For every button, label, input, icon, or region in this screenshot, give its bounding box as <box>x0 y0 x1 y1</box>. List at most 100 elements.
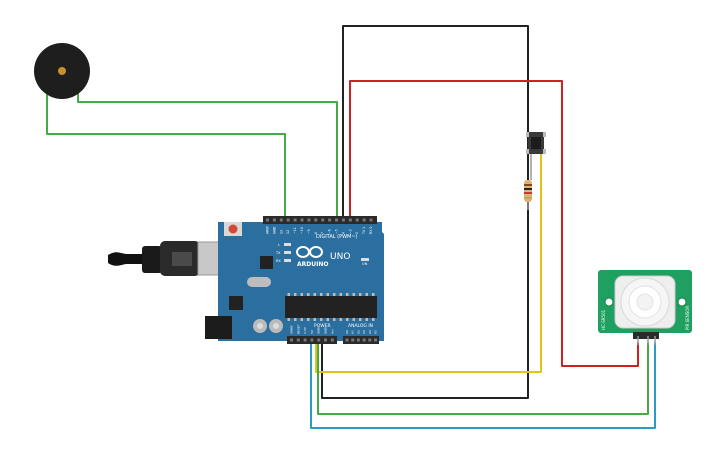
header-hole[interactable] <box>324 338 327 342</box>
on-led <box>361 258 369 261</box>
digital-pin-label: RX 0 <box>369 227 373 234</box>
digital-pin-label: ~5 <box>335 229 339 234</box>
chip-leg <box>365 318 368 321</box>
header-hole[interactable] <box>330 338 334 342</box>
reset-button[interactable] <box>224 222 242 236</box>
header-hole[interactable] <box>296 338 300 342</box>
chip-leg <box>300 293 303 296</box>
header-hole[interactable] <box>341 218 345 222</box>
capacitor-1-top <box>257 323 263 329</box>
pir-out-wire[interactable] <box>317 342 649 415</box>
bottom-header-holes <box>290 338 377 342</box>
digital-pin-label: 4 <box>341 232 345 234</box>
yellow-wire[interactable] <box>315 152 542 373</box>
header-hole[interactable] <box>307 218 311 222</box>
analog-pin-label: A0 <box>345 330 349 334</box>
pir-mount-hole-right <box>677 297 687 307</box>
chip-leg <box>320 293 323 296</box>
atmega-chip <box>285 296 377 318</box>
header-hole[interactable] <box>286 218 290 222</box>
digital-pin-label: 2 <box>355 232 359 234</box>
pushbutton-icon[interactable] <box>526 132 546 154</box>
pir-mount-hole-left <box>604 297 614 307</box>
chip-leg <box>313 318 316 321</box>
header-hole[interactable] <box>321 218 325 222</box>
digital-header <box>263 216 377 224</box>
digital-header-holes <box>266 218 373 222</box>
header-hole[interactable] <box>356 338 360 342</box>
chip-leg <box>326 318 329 321</box>
led-rx-label: RX <box>276 259 281 263</box>
digital-pin-label: ~3 <box>348 229 352 234</box>
header-hole[interactable] <box>351 338 355 342</box>
digital-pin-label: ~10 <box>300 227 304 234</box>
header-hole[interactable] <box>303 338 307 342</box>
buzzer-ground-wire[interactable] <box>46 94 286 218</box>
led-tx-label: TX <box>275 251 281 255</box>
power-pin-label: GND <box>324 326 328 334</box>
chip-leg <box>287 293 290 296</box>
header-hole[interactable] <box>310 338 314 342</box>
header-hole[interactable] <box>369 218 373 222</box>
header-hole[interactable] <box>362 338 366 342</box>
header-hole[interactable] <box>317 338 321 342</box>
pir-sensor[interactable]: HC-SR501 PIR SENSOR <box>598 270 692 345</box>
chip-leg <box>359 293 362 296</box>
power-pin-label: RESET <box>296 324 300 334</box>
digital-label: DIGITAL (PWM~) <box>316 234 358 240</box>
header-hole[interactable] <box>355 218 359 222</box>
power-pin-label: 3.3V <box>303 326 307 334</box>
chip-leg <box>339 318 342 321</box>
buzzer-signal-wire[interactable] <box>77 88 338 218</box>
header-hole[interactable] <box>335 218 338 222</box>
pir-gnd-wire[interactable] <box>310 342 656 429</box>
chip-leg <box>333 318 336 321</box>
power-pin-label: 5V <box>310 329 314 334</box>
digital-pin-label: 12 <box>286 230 290 234</box>
model-label: UNO <box>330 252 350 262</box>
analog-pin-label: A1 <box>351 330 355 334</box>
power-pin-label: GND <box>317 326 321 334</box>
header-hole[interactable] <box>362 218 366 222</box>
chip-leg <box>294 293 297 296</box>
chip-leg <box>333 293 336 296</box>
digital-pin-label: 7 <box>321 232 325 234</box>
header-hole[interactable] <box>272 218 276 222</box>
header-hole[interactable] <box>279 218 283 222</box>
analog-pin-label: A2 <box>356 330 360 334</box>
power-jack <box>205 316 232 339</box>
analog-pin-label: A5 <box>374 330 378 334</box>
chip-leg <box>300 318 303 321</box>
piezo-buzzer-icon[interactable] <box>34 43 90 99</box>
digital-pin-label: 13 <box>279 230 283 234</box>
capacitor-2-top <box>273 323 279 329</box>
header-hole[interactable] <box>300 218 304 222</box>
header-hole[interactable] <box>348 218 352 222</box>
usb-chip <box>260 256 273 269</box>
chip-leg <box>372 293 375 296</box>
chip-leg <box>326 293 329 296</box>
header-hole[interactable] <box>368 338 372 342</box>
chip-leg <box>320 318 323 321</box>
header-hole[interactable] <box>374 338 377 342</box>
digital-pin-label: ~9 <box>307 229 311 234</box>
analog-pin-label: A4 <box>368 330 372 334</box>
pir-dome <box>614 275 676 329</box>
header-hole[interactable] <box>314 218 318 222</box>
power-pin-label: Vin <box>330 329 334 334</box>
header-hole[interactable] <box>290 338 293 342</box>
resistor-icon[interactable] <box>524 180 532 202</box>
atmega-pins <box>287 293 375 321</box>
red-wire[interactable] <box>349 80 639 367</box>
header-hole[interactable] <box>266 218 269 222</box>
header-hole[interactable] <box>328 218 332 222</box>
power-pin-label: IOREF <box>290 325 294 334</box>
header-hole[interactable] <box>293 218 297 222</box>
arduino-infinity-logo: ARDUINO UNO <box>296 246 350 268</box>
black-wire[interactable] <box>321 25 529 399</box>
header-hole[interactable] <box>345 338 349 342</box>
wires <box>46 25 656 429</box>
